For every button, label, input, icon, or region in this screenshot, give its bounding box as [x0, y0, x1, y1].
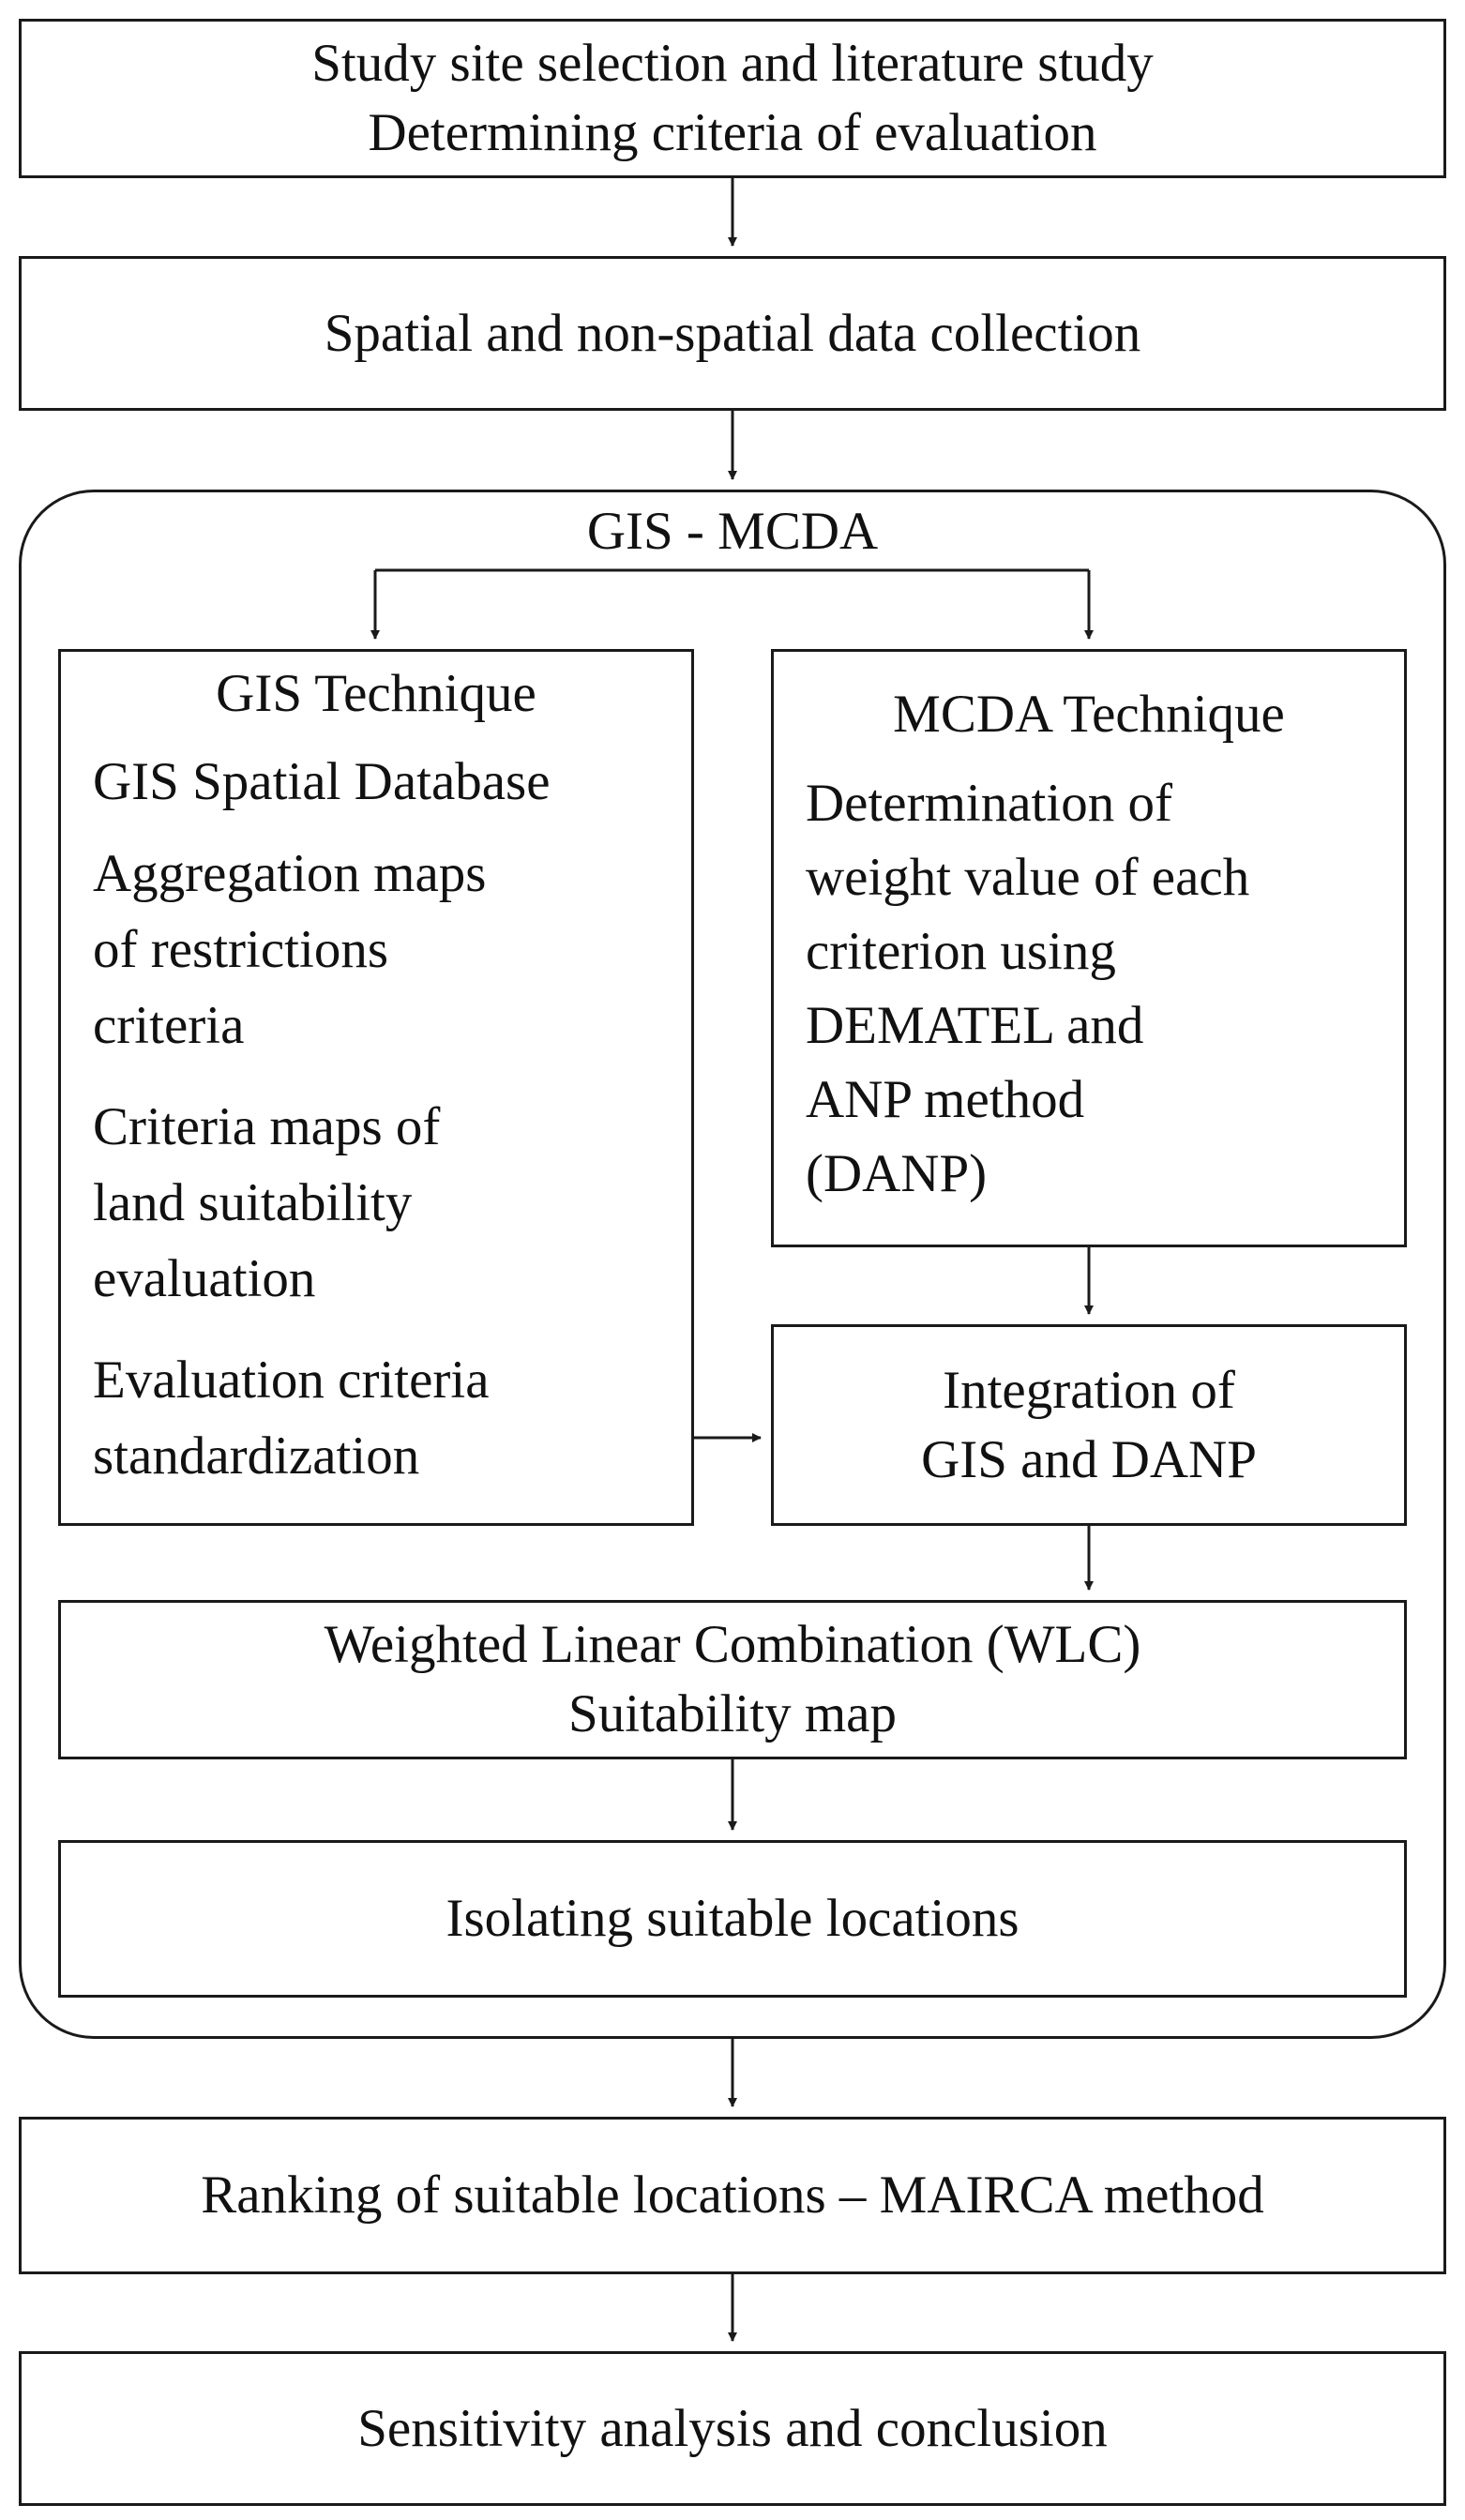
wlc-line-2: Suitability map: [568, 1684, 897, 1743]
sensitivity-label: Sensitivity analysis and conclusion: [357, 2398, 1108, 2458]
gis-mcda-split-line: [375, 570, 1089, 638]
data-collection-label: Spatial and non-spatial data collection: [324, 303, 1141, 363]
gis-technique-box: GIS Technique GIS Spatial Database Aggre…: [58, 649, 694, 1526]
gis-mcda-title: GIS - MCDA: [586, 502, 879, 561]
study-site-line-1: Study site selection and literature stud…: [311, 34, 1154, 93]
data-collection-box: Spatial and non-spatial data collection: [19, 256, 1446, 411]
study-site-selection-box: Study site selection and literature stud…: [19, 19, 1446, 178]
gis-item-spatial-database: GIS Spatial Database: [93, 752, 551, 811]
integration-line-1: Integration of: [943, 1360, 1235, 1420]
wlc-line-1: Weighted Linear Combination (WLC): [324, 1615, 1141, 1674]
mcda-technique-title: MCDA Technique: [893, 685, 1285, 744]
mcda-weight-determination: Determination of weight value of each cr…: [806, 774, 1250, 1203]
isolating-label: Isolating suitable locations: [446, 1889, 1019, 1948]
study-site-line-2: Determining criteria of evaluation: [368, 103, 1097, 162]
gis-item-aggregation-maps: Aggregation maps of restrictions criteri…: [93, 844, 487, 1055]
integration-line-2: GIS and DANP: [921, 1429, 1257, 1489]
isolating-box: Isolating suitable locations: [58, 1840, 1407, 1998]
wlc-box: Weighted Linear Combination (WLC) Suitab…: [58, 1600, 1407, 1759]
ranking-label: Ranking of suitable locations – MAIRCA m…: [201, 2165, 1264, 2225]
integration-box: Integration of GIS and DANP: [771, 1324, 1407, 1526]
gis-mcda-group: [19, 490, 1446, 2039]
ranking-box: Ranking of suitable locations – MAIRCA m…: [19, 2117, 1446, 2274]
gis-technique-title: GIS Technique: [216, 664, 536, 723]
sensitivity-box: Sensitivity analysis and conclusion: [19, 2351, 1446, 2506]
gis-item-criteria-maps: Criteria maps of land suitability evalua…: [93, 1097, 441, 1308]
mcda-technique-box: MCDA Technique Determination of weight v…: [771, 649, 1407, 1247]
gis-item-standardization: Evaluation criteria standardization: [93, 1351, 490, 1486]
